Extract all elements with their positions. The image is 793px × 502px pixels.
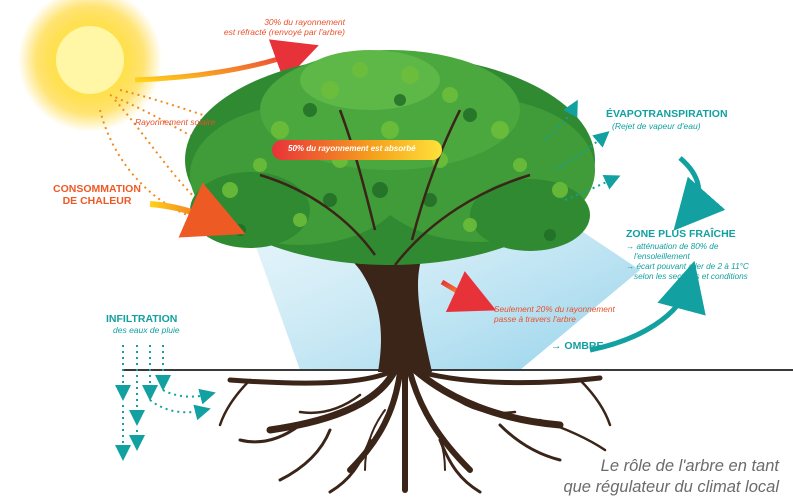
- caption: Le rôle de l'arbre en tant que régulateu…: [563, 456, 779, 497]
- infiltration-arrows: [115, 345, 216, 461]
- heat-consumption-label: CONSOMMATION DE CHALEUR: [46, 183, 148, 207]
- absorbed-label: 50% du rayonnement est absorbé: [288, 144, 416, 153]
- cool-bullet2-line1: → écart pouvant aller de 2 à 11°C: [626, 261, 749, 271]
- roots-icon: [218, 366, 612, 494]
- passes-line1: Seulement 20% du rayonnement: [494, 304, 615, 314]
- consumption-arrow: [149, 182, 246, 238]
- absorbed-band: [272, 140, 442, 160]
- evapotranspiration-arrows: [544, 99, 621, 201]
- evapo-to-cool-arrow: [673, 156, 726, 231]
- evapotranspiration-title: ÉVAPOTRANSPIRATION: [606, 108, 728, 120]
- evapotranspiration-subtitle: (Rejet de vapeur d'eau): [612, 121, 701, 131]
- cool-zone-bullets: → atténuation de 80% de l'ensoleillement…: [626, 242, 749, 281]
- shade-to-cool-arrow: [589, 260, 706, 353]
- heat-consumption-line1: CONSOMMATION: [53, 183, 141, 195]
- refracted-label: 30% du rayonnement est réfracté (renvoyé…: [170, 17, 345, 38]
- cool-bullet2-line2: selon les secteurs et conditions: [634, 271, 748, 281]
- infiltration-subtitle: des eaux de pluie: [113, 325, 180, 335]
- caption-line2: que régulateur du climat local: [563, 477, 779, 496]
- infiltration-title: INFILTRATION: [106, 313, 178, 325]
- heat-consumption-line2: DE CHALEUR: [62, 195, 132, 208]
- sun-icon: [18, 0, 162, 132]
- caption-line1: Le rôle de l'arbre en tant: [600, 457, 779, 475]
- solar-radiation-label: Rayonnement solaire: [135, 117, 216, 127]
- refracted-label-line2: est réfracté (renvoyé par l'arbre): [223, 26, 345, 37]
- shade-label: → OMBRE: [551, 340, 604, 352]
- passes-through-label: Seulement 20% du rayonnement passe à tra…: [494, 304, 615, 325]
- passes-line2: passe à travers l'arbre: [494, 314, 576, 325]
- cool-zone-title: ZONE PLUS FRAÎCHE: [626, 228, 736, 240]
- cool-bullet1-line2: l'ensoleillement: [634, 251, 690, 261]
- passes-arrow: [440, 271, 497, 312]
- refracted-label-line1: 30% du rayonnement: [264, 17, 345, 27]
- cool-bullet1-line1: → atténuation de 80% de: [626, 242, 719, 251]
- refracted-arrow: [134, 39, 319, 83]
